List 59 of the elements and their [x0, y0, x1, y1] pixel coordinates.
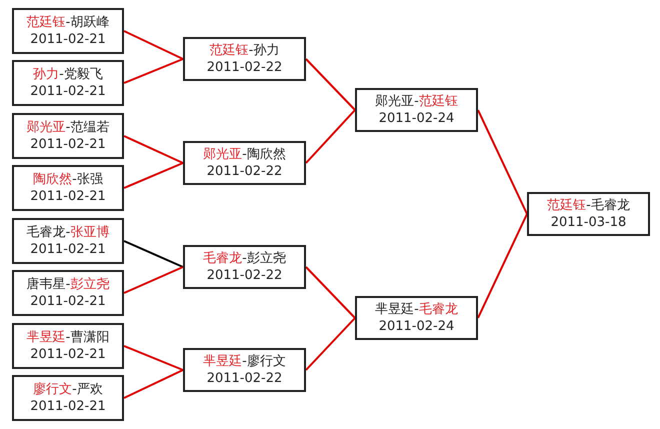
bracket-line [124, 162, 184, 189]
match-date: 2011-02-22 [206, 370, 282, 387]
match-date: 2011-02-22 [206, 267, 282, 284]
bracket-line [124, 266, 184, 294]
player-names: 芈昱廷-廖行文 [203, 353, 286, 370]
match-date: 2011-02-24 [378, 318, 454, 335]
player-names: 范廷钰-胡跃峰 [26, 14, 110, 31]
bracket-line [124, 240, 184, 268]
match-box [527, 192, 650, 236]
player-names: 芈昱廷-曹潇阳 [26, 329, 110, 346]
bracket-line [124, 30, 184, 60]
match-date: 2011-03-18 [550, 214, 626, 231]
match-box [12, 60, 124, 106]
player-names: 陶欣然-张强 [33, 171, 103, 188]
match-box [12, 270, 124, 316]
match-date: 2011-02-22 [206, 59, 282, 76]
match-date: 2011-02-24 [378, 110, 454, 127]
match-box [183, 348, 306, 392]
player-names: 廖行文-严欢 [33, 381, 103, 398]
bracket-line [305, 317, 356, 371]
player-names: 毛睿龙-彭立尧 [203, 250, 286, 267]
player-names: 芈昱廷-毛睿龙 [375, 301, 458, 318]
bracket-line [305, 109, 356, 164]
player-names: 孙力-党毅飞 [33, 66, 103, 83]
bracket-line [305, 58, 356, 111]
match-box [12, 113, 124, 159]
match-date: 2011-02-22 [206, 163, 282, 180]
bracket-line [124, 58, 184, 84]
player-names: 毛睿龙-张亚博 [26, 224, 110, 241]
bracket-line [124, 135, 184, 164]
player-names: 范廷钰-毛睿龙 [547, 197, 630, 214]
player-names: 郧光亚-范缊若 [26, 119, 110, 136]
match-box [12, 8, 124, 54]
match-box [12, 165, 124, 211]
bracket-line [305, 266, 356, 319]
match-box [183, 141, 306, 185]
match-box [355, 296, 478, 340]
match-date: 2011-02-21 [30, 188, 106, 205]
match-date: 2011-02-21 [30, 83, 106, 100]
match-date: 2011-02-21 [30, 293, 106, 310]
bracket-line [124, 369, 184, 399]
match-box [12, 323, 124, 369]
match-date: 2011-02-21 [30, 241, 106, 258]
match-date: 2011-02-21 [30, 31, 106, 48]
bracket-line [477, 214, 528, 318]
player-names: 范廷钰-孙力 [210, 42, 280, 59]
bracket-line [124, 345, 184, 371]
match-date: 2011-02-21 [30, 136, 106, 153]
match-box [12, 375, 124, 421]
match-box [183, 245, 306, 289]
match-date: 2011-02-21 [30, 398, 106, 415]
bracket-line [477, 110, 528, 214]
player-names: 唐韦星-彭立尧 [26, 276, 110, 293]
match-box [183, 37, 306, 81]
match-box [355, 88, 478, 132]
player-names: 郧光亚-范廷钰 [375, 93, 458, 110]
match-date: 2011-02-21 [30, 346, 106, 363]
match-box [12, 218, 124, 264]
player-names: 郧光亚-陶欣然 [203, 146, 286, 163]
